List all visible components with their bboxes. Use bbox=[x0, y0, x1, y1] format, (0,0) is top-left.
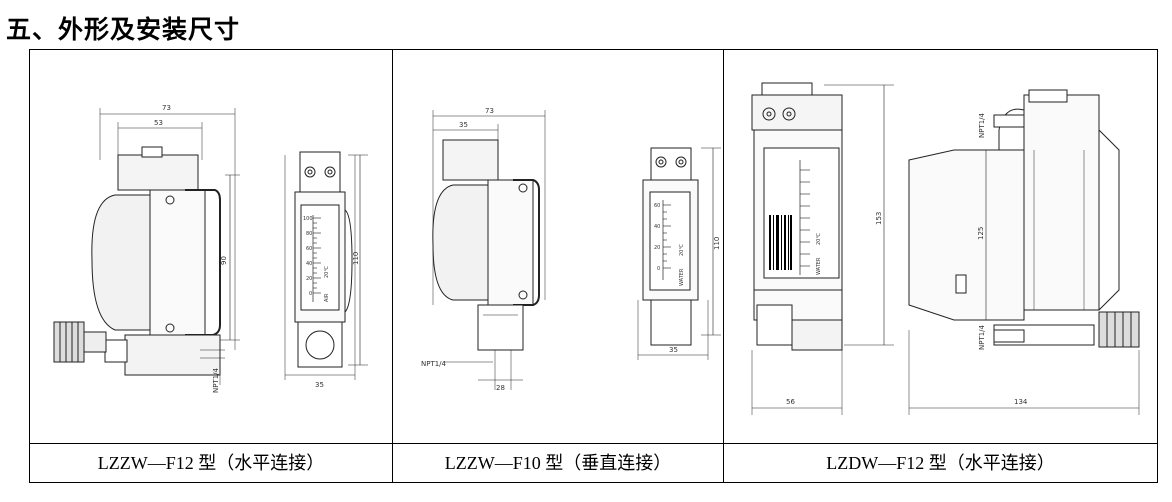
dim-height-mid: 125 bbox=[977, 227, 985, 240]
scale-temp: 20℃ bbox=[324, 266, 330, 278]
scale-tick-label: 100 bbox=[303, 216, 313, 222]
scale-tick-label: 40 bbox=[654, 224, 660, 230]
scale-tick-label: 0 bbox=[309, 291, 312, 297]
figure-lzzw-f10: 73 35 110 NPT1/4 28 35 60 40 20 0 WATER … bbox=[393, 50, 723, 443]
caption-lzdw-f12: LZDW—F12 型（水平连接） bbox=[826, 453, 1055, 473]
scale-unit: WATER bbox=[816, 257, 822, 275]
figure-lzzw-f12: 73 53 90 110 NPT1/4 35 100 80 60 40 20 0… bbox=[30, 50, 392, 443]
dim-thread-top: NPT1/4 bbox=[978, 112, 986, 138]
dim-thread-bottom: NPT1/4 bbox=[978, 324, 986, 350]
dim-height-mid: 90 bbox=[220, 256, 228, 265]
dim-panel-width: 35 bbox=[315, 381, 324, 389]
drawing-lzdw-f12: 56 134 153 125 NPT1/4 NPT1/4 WATER 20℃ bbox=[751, 82, 1140, 415]
figure-lzdw-f12: 56 134 153 125 NPT1/4 NPT1/4 WATER 20℃ bbox=[724, 50, 1157, 443]
dim-height-total: 110 bbox=[713, 237, 721, 250]
dim-width-upper: 35 bbox=[459, 121, 468, 129]
dim-thread: NPT1/4 bbox=[212, 367, 220, 393]
dim-height-total: 110 bbox=[352, 252, 360, 265]
scale-temp: 20℃ bbox=[679, 244, 685, 256]
scale-tick-label: 40 bbox=[306, 261, 312, 267]
scale-temp: 20℃ bbox=[816, 233, 822, 245]
drawing-lzzw-f12: 73 53 90 110 NPT1/4 35 100 80 60 40 20 0… bbox=[53, 104, 368, 393]
scale-unit: WATER bbox=[679, 268, 685, 286]
dim-width-total: 73 bbox=[162, 104, 171, 112]
scale-tick-label: 20 bbox=[306, 276, 312, 282]
column-divider bbox=[392, 50, 393, 482]
dim-width-front: 56 bbox=[786, 398, 795, 406]
scale-unit: AIR bbox=[324, 293, 330, 302]
section-title: 五、外形及安装尺寸 bbox=[6, 15, 241, 44]
dim-height-total: 153 bbox=[875, 212, 883, 225]
scale-tick-label: 80 bbox=[306, 231, 312, 237]
dim-thread: NPT1/4 bbox=[421, 360, 447, 368]
caption-lzzw-f12: LZZW—F12 型（水平连接） bbox=[97, 453, 325, 473]
scale-tick-label: 0 bbox=[657, 266, 660, 272]
drawing-lzzw-f10: 73 35 110 NPT1/4 28 35 60 40 20 0 WATER … bbox=[421, 107, 721, 392]
dim-width-upper: 53 bbox=[154, 119, 163, 127]
column-divider bbox=[723, 50, 724, 482]
figure-table: 73 53 90 110 NPT1/4 35 100 80 60 40 20 0… bbox=[29, 49, 1158, 483]
dim-panel-width: 35 bbox=[669, 346, 678, 354]
dim-width-side: 134 bbox=[1014, 398, 1028, 406]
caption-lzzw-f10: LZZW—F10 型（垂直连接） bbox=[444, 453, 672, 473]
caption-divider bbox=[30, 443, 1157, 444]
scale-tick-label: 60 bbox=[306, 246, 312, 252]
dim-width-total: 73 bbox=[485, 107, 494, 115]
scale-tick-label: 20 bbox=[654, 245, 660, 251]
scale-tick-label: 60 bbox=[654, 203, 660, 209]
dim-port-width: 28 bbox=[496, 384, 505, 392]
